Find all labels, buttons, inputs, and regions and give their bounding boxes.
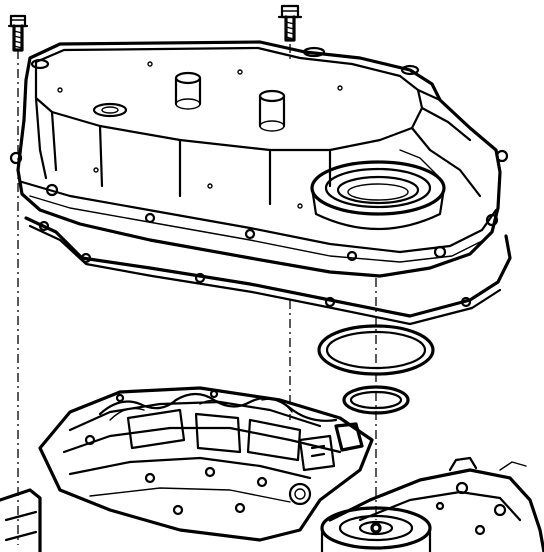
bolt-top [277, 4, 303, 42]
case-side-cover [9, 40, 509, 278]
seal-ring-small [342, 385, 410, 415]
transmission-case [0, 456, 544, 552]
flange-bolt-holes [9, 149, 509, 262]
valve-body-bolts [84, 389, 268, 516]
cover-details [57, 61, 343, 209]
valve-body-assembly [38, 386, 374, 542]
seal-ring-large [317, 324, 435, 376]
bolt-left [7, 14, 29, 52]
alignment-lines [17, 44, 377, 545]
cover-bosses [30, 46, 420, 132]
cover-gasket [24, 216, 512, 326]
